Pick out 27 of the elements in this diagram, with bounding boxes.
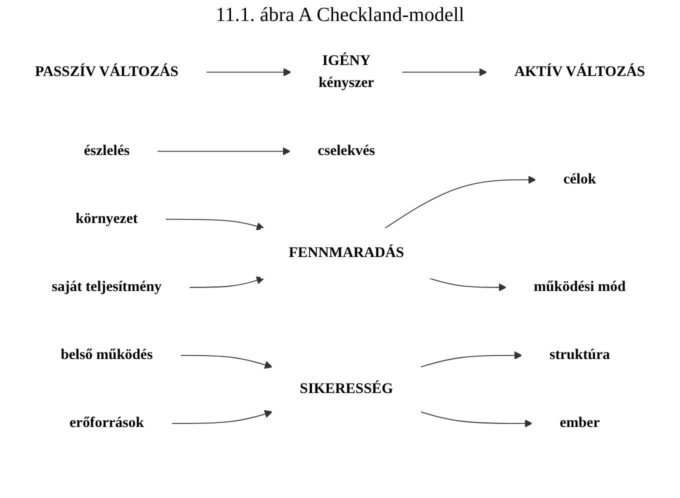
- node-text: SIKERESSÉG: [300, 381, 394, 397]
- node-text: ember: [560, 415, 600, 431]
- arrow: [180, 354, 273, 369]
- arrow: [401, 68, 488, 76]
- arrow: [428, 278, 506, 292]
- arrow: [420, 351, 522, 368]
- arrow: [384, 176, 536, 229]
- node-text: saját teljesítmény: [52, 279, 162, 295]
- arrow: [171, 410, 273, 424]
- node-text: működési mód: [534, 279, 626, 295]
- arrow: [420, 411, 532, 428]
- node-text: PASSZÍV VÁLTOZÁS: [34, 64, 178, 80]
- arrow: [188, 276, 264, 288]
- arrow: [156, 147, 291, 156]
- node-text: belső működés: [60, 347, 153, 363]
- node-text: célok: [563, 172, 596, 188]
- node-text: IGÉNY kényszer: [318, 52, 374, 91]
- node-text: AKTÍV VÁLTOZÁS: [514, 64, 646, 80]
- diagram-title: 11.1. ábra A Checkland-modell: [214, 4, 466, 27]
- node-text: észlelés: [84, 143, 130, 159]
- node-text: környezet: [76, 211, 138, 227]
- arrow: [164, 218, 264, 230]
- node-text: cselekvés: [318, 143, 376, 159]
- node-text: erőforrások: [70, 415, 144, 431]
- node-text: FENNMARADÁS: [288, 245, 404, 261]
- node-text: struktúra: [549, 347, 610, 363]
- arrow: [206, 68, 292, 76]
